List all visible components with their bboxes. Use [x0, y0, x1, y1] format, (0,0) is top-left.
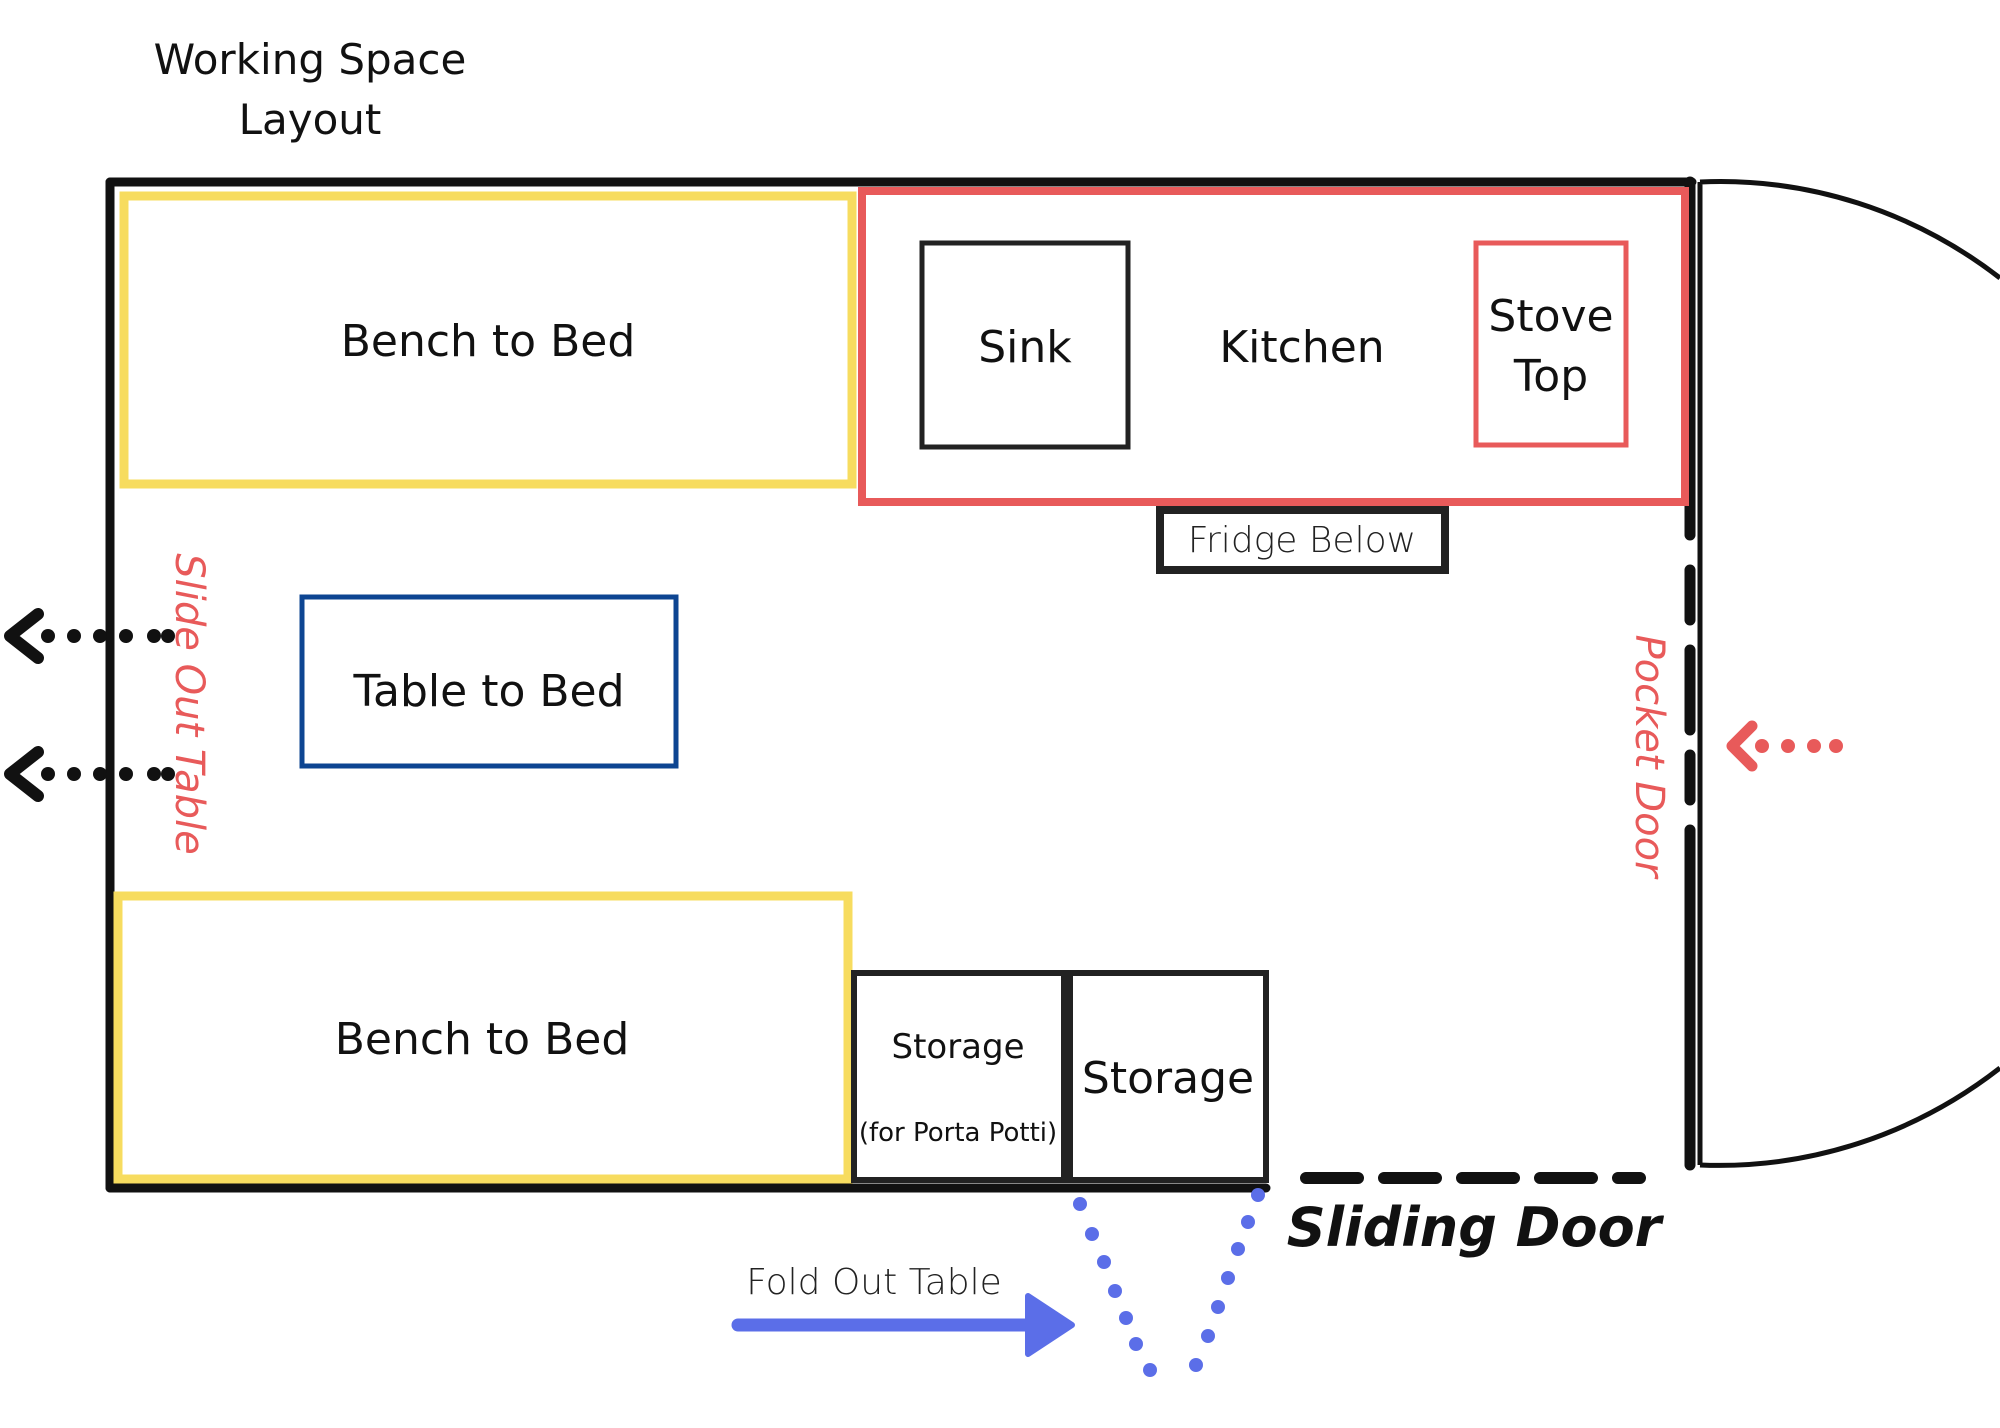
fold-out-table-arrow: [731, 1293, 1075, 1357]
kitchen-label: Kitchen: [1219, 322, 1384, 373]
kitchen-counter: [858, 187, 1689, 506]
storage-porta-potti-label: Storage: [891, 1027, 1024, 1067]
sink: [919, 240, 1131, 450]
diagram-title-line1: Working Space: [154, 35, 467, 84]
storage-porta-potti: [851, 970, 1067, 1183]
slide-out-arrow-bottom: [4, 746, 175, 802]
bench-bottom-label: Bench to Bed: [335, 1014, 630, 1065]
fold-out-table-label: Fold Out Table: [746, 1262, 1002, 1303]
stove-top-label-line2: Top: [1513, 351, 1588, 402]
pocket-door-arrow: [1726, 720, 1843, 772]
bench-top-label: Bench to Bed: [341, 316, 636, 367]
diagram-title-line2: Layout: [239, 95, 382, 144]
door-swing-arc: [1697, 179, 2000, 1168]
slide-out-arrow-top: [4, 608, 175, 664]
storage: [1067, 970, 1269, 1183]
fridge-below: [1156, 506, 1449, 574]
stove-top-label-line1: Stove: [1488, 291, 1613, 342]
stove-top: [1473, 240, 1629, 448]
table-to-bed-label: Table to Bed: [352, 666, 624, 717]
bench-top: [119, 191, 857, 489]
outer-walls: [105, 177, 1697, 1193]
fridge-below-label: Fridge Below: [1188, 520, 1416, 561]
table-to-bed: [299, 594, 679, 769]
fold-out-table-swing: [1073, 1188, 1265, 1377]
sink-label: Sink: [978, 322, 1072, 373]
sliding-door-label: Sliding Door: [1287, 1196, 1665, 1259]
storage-porta-potti-note: (for Porta Potti): [859, 1118, 1057, 1148]
storage-label: Storage: [1082, 1053, 1254, 1104]
slide-out-table-label: Slide Out Table: [166, 553, 212, 854]
bench-bottom: [113, 891, 853, 1184]
pocket-door-label: Pocket Door: [1626, 635, 1672, 881]
